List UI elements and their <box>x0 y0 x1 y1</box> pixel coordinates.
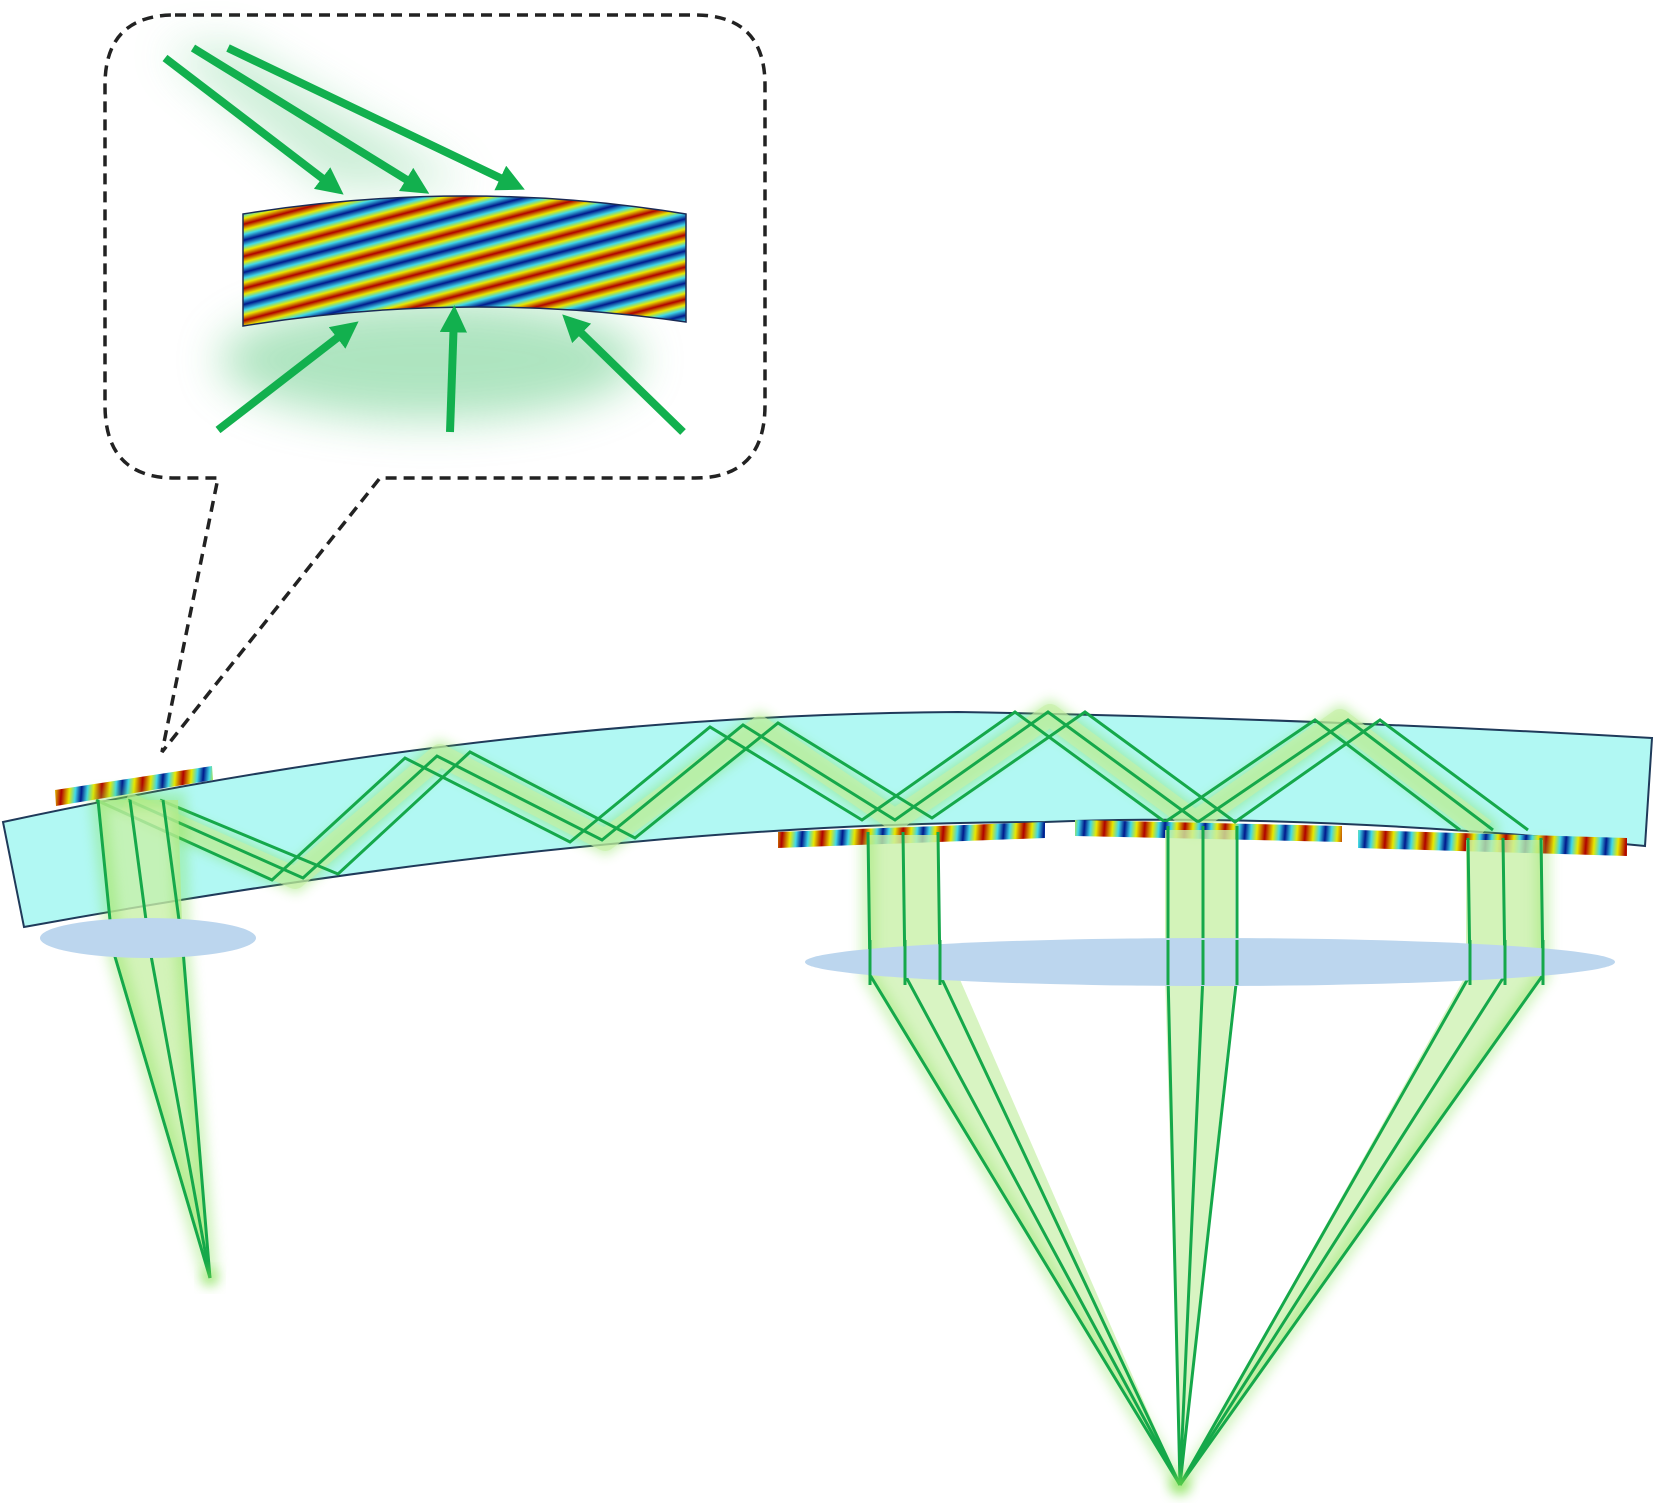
right-output-beams <box>861 826 1550 1495</box>
left-focal-point <box>202 1270 218 1286</box>
output-arrow <box>215 321 359 434</box>
zoomed-grating <box>242 195 687 327</box>
small-lens <box>40 918 256 958</box>
input-arrows <box>162 44 525 195</box>
output-arrow <box>439 305 468 433</box>
output-arrow <box>562 314 686 435</box>
large-lens <box>805 938 1615 986</box>
input-arrow <box>226 44 525 191</box>
callout-bubble <box>103 13 767 754</box>
waveguide-beams-fill <box>120 704 1492 889</box>
zoomed-grating-body <box>242 195 687 327</box>
waveguide <box>1 710 1654 929</box>
input-arrow <box>162 54 344 195</box>
input-arrow <box>190 44 430 194</box>
callout-outline <box>103 13 767 754</box>
right-focal-point <box>1170 1475 1190 1495</box>
right-beam-lines-over-lens <box>868 940 1545 985</box>
output-arrows <box>215 305 686 435</box>
waveguide-beam-lines <box>95 710 1529 882</box>
